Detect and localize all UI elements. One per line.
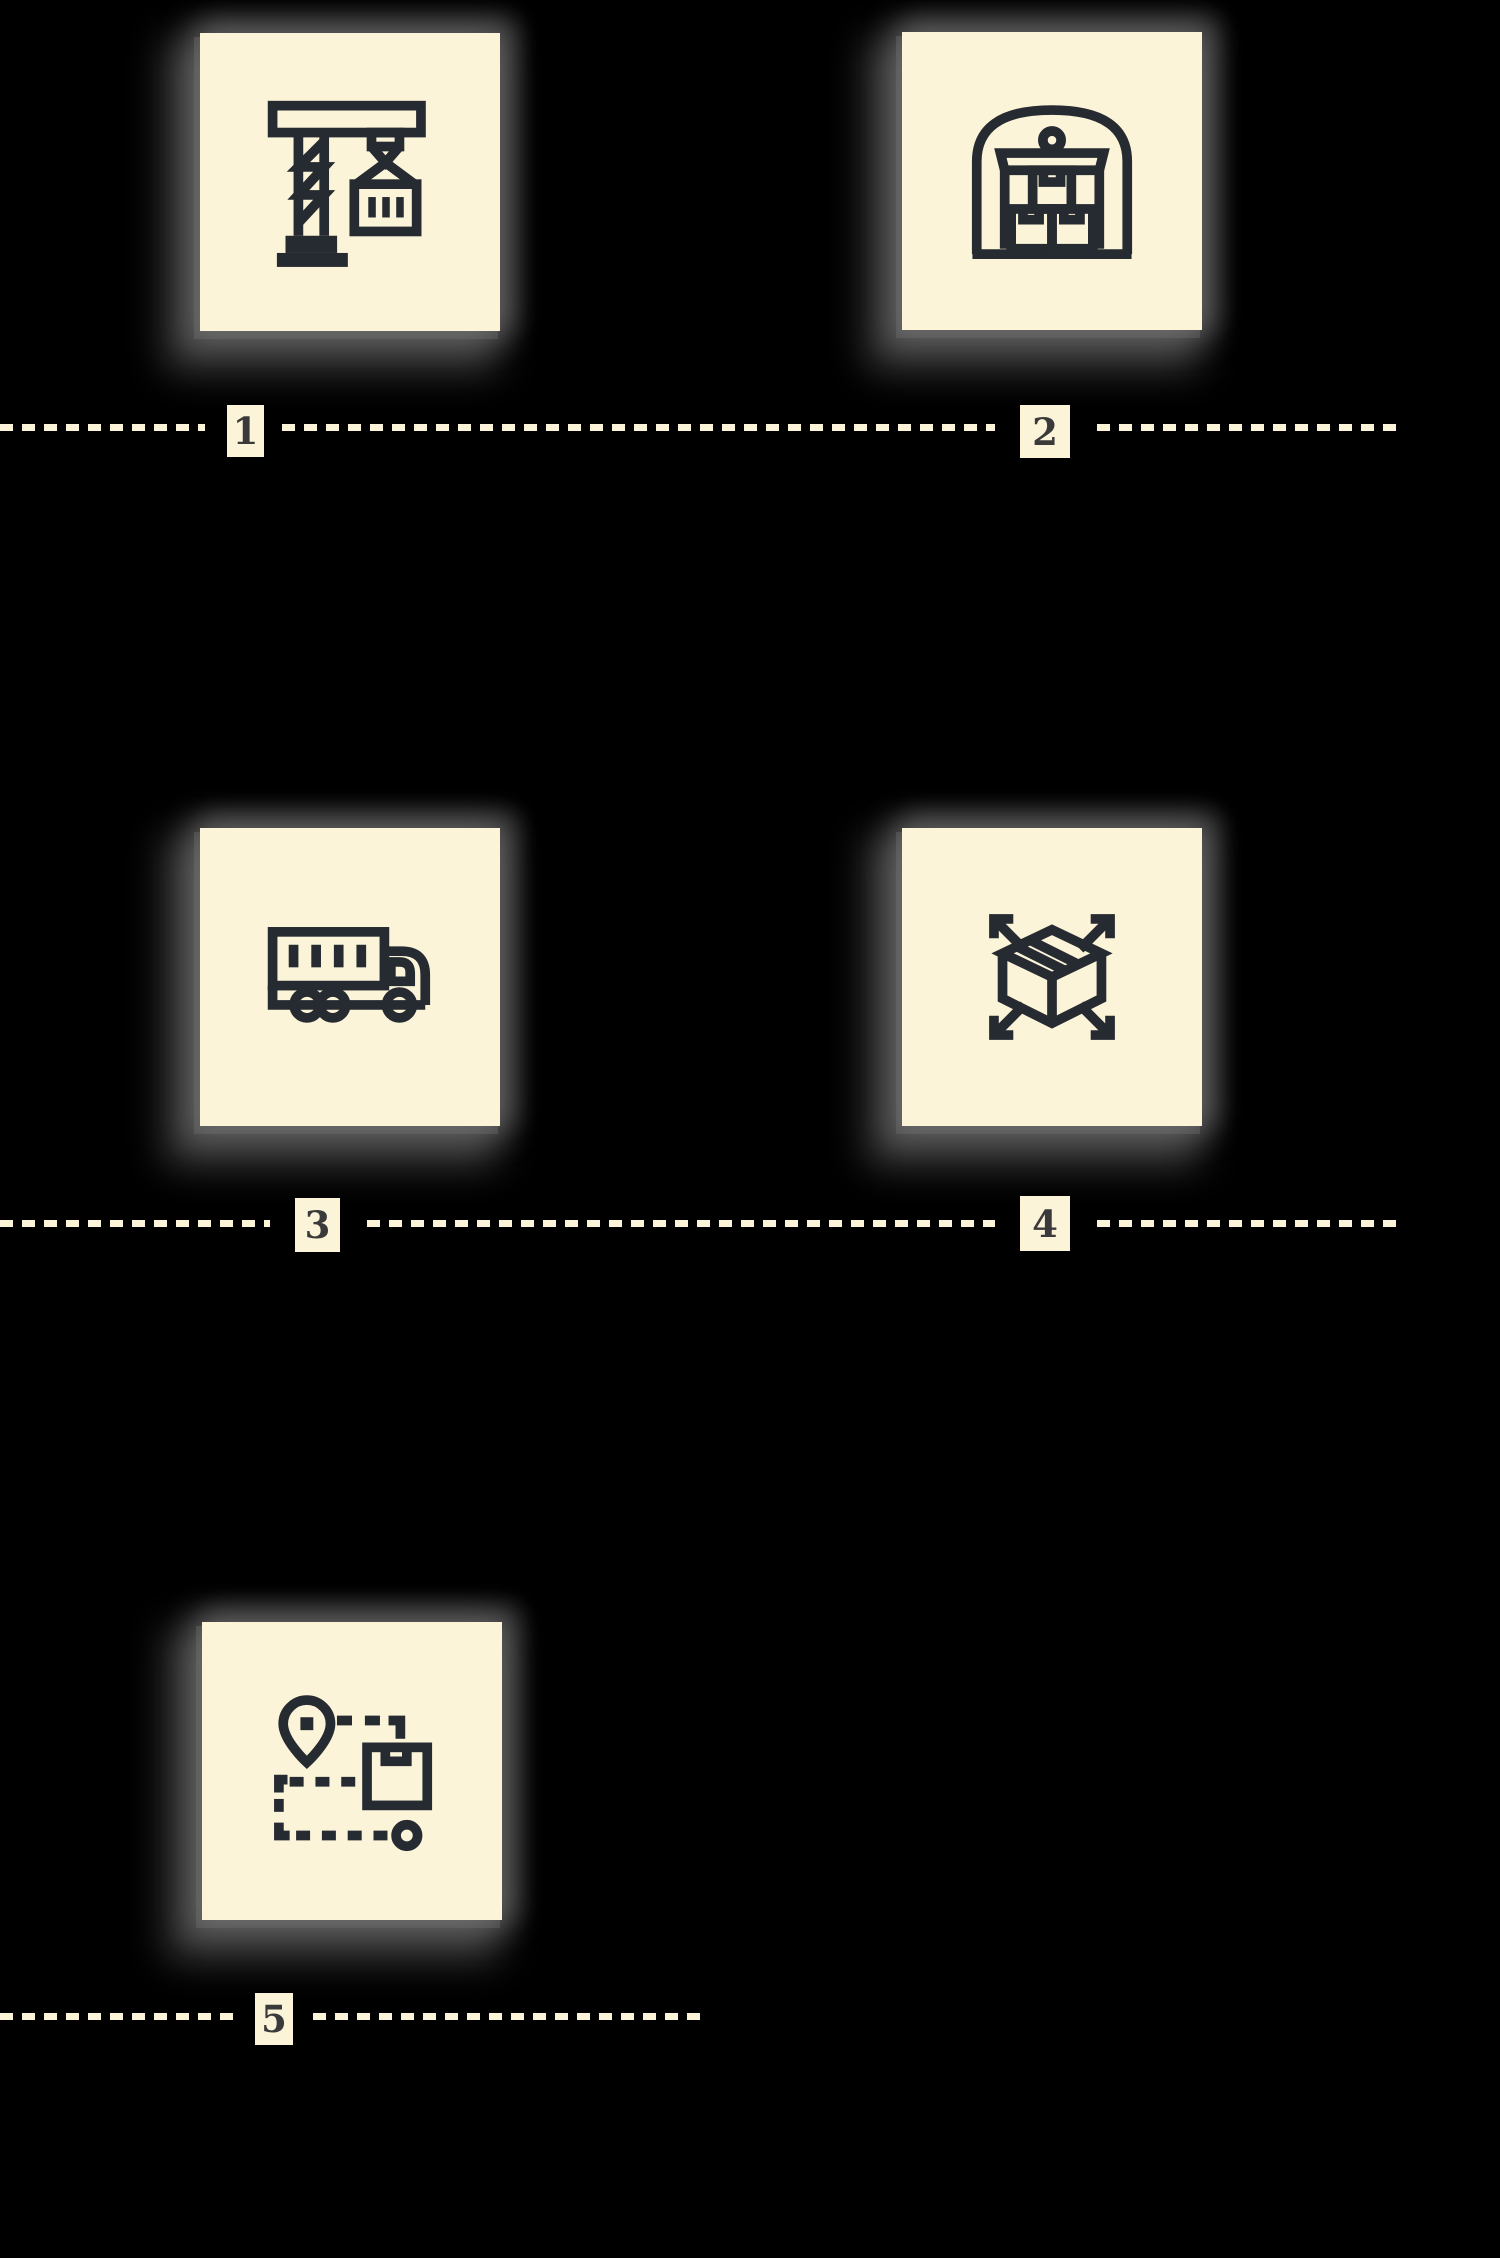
step-card-2 (902, 32, 1202, 330)
step-number-4: 4 (1032, 1201, 1058, 1246)
timeline-row3-segment-right (313, 2013, 700, 2020)
package-distribution-icon (989, 914, 1115, 1040)
timeline-row2-segment-left (0, 1220, 270, 1227)
timeline-row3-segment-left (0, 2013, 235, 2020)
delivery-route-icon (274, 1695, 433, 1852)
step-number-badge-1: 1 (227, 405, 264, 457)
step-number-badge-3: 3 (295, 1198, 340, 1252)
step-card-4 (902, 828, 1202, 1126)
step-number-badge-4: 4 (1020, 1196, 1070, 1251)
cargo-truck-icon (267, 927, 431, 1023)
timeline-row2-segment-middle (367, 1220, 995, 1227)
crane-container-icon (267, 100, 426, 267)
step-number-5: 5 (261, 1997, 287, 2041)
step-card-1 (200, 33, 500, 331)
step-number-badge-5: 5 (255, 1993, 293, 2045)
timeline-row2-segment-right (1097, 1220, 1400, 1227)
timeline-row1-segment-right (1097, 424, 1400, 431)
step-card-5 (202, 1622, 502, 1920)
step-number-badge-2: 2 (1020, 405, 1070, 458)
step-number-1: 1 (232, 409, 259, 453)
step-number-3: 3 (304, 1203, 331, 1247)
step-card-3 (200, 828, 500, 1126)
timeline-row1-segment-left (0, 424, 205, 431)
warehouse-icon (971, 105, 1133, 259)
step-number-2: 2 (1032, 409, 1058, 454)
timeline-row1-segment-middle (282, 424, 995, 431)
